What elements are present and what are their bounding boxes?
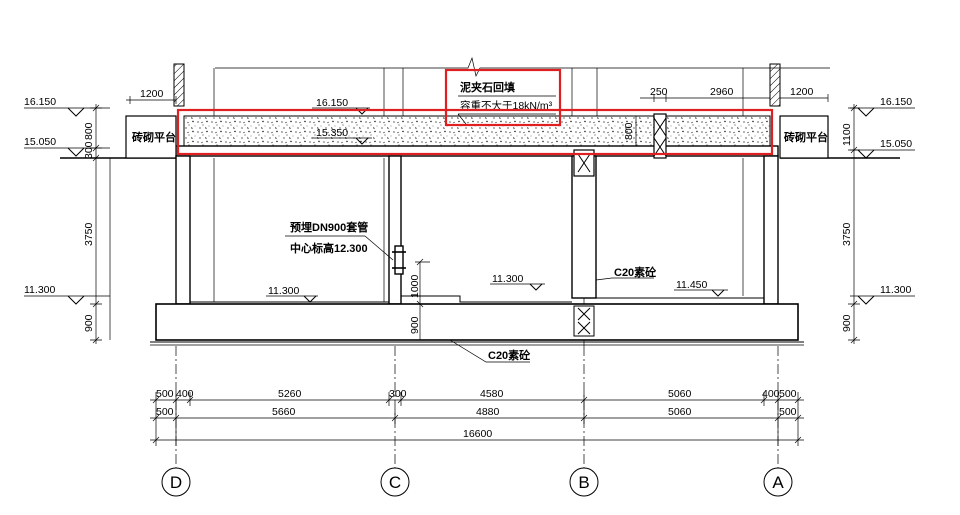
upper-guide-lines [213,68,744,116]
dim-row2-500-left: 500 [156,406,174,418]
axis-label-a: A [772,473,784,492]
dim-row1-300: 300 [389,388,407,400]
dim-row2-5660: 5660 [272,406,296,418]
elev-roof-top: 16.150 [316,97,348,109]
dim-right-1200: 1200 [790,86,814,98]
dim-left-3750: 3750 [83,222,95,246]
top-break-line [215,56,830,78]
dim-row2-5060: 5060 [668,406,692,418]
elev-right-top: 16.150 [880,96,912,108]
fill-note-line2: 容重不大于18kN/m³ [460,99,553,112]
dim-right-3750: 3750 [841,222,853,246]
axis-bubble-c [380,467,410,497]
dim-row1-400-right: 400 [762,388,780,400]
dim-right-1100: 1100 [841,123,853,146]
dim-250: 250 [650,86,668,98]
left-parapet [173,63,185,107]
right-dimension-chain [848,104,860,344]
brick-platform-left [125,115,177,159]
elev-left-bottom: 11.300 [24,284,55,296]
axis-bubble-d [161,467,191,497]
axis-label-c: C [389,473,401,492]
dim-row2-500-right: 500 [779,406,797,418]
axis-bubble-a [763,467,793,497]
elev-left-top: 16.150 [24,96,56,108]
fill-note-line1: 泥夹石回填 [460,80,515,94]
dim-900-mid: 900 [409,316,421,334]
dim-left-800: 800 [83,122,95,140]
pipe-note-line2: 中心标高12.300 [290,241,368,255]
dim-1000: 1000 [409,274,421,298]
axis-grid: D C B A [161,346,793,497]
dim-right-900: 900 [841,314,853,332]
dim-2960: 2960 [710,86,734,98]
highlight-fill-layer [176,108,774,156]
dim-row1-5060: 5060 [668,388,692,400]
axis-bubble-b [569,467,599,497]
dim-row1-5260: 5260 [278,388,302,400]
elev-right-bottom: 11.300 [880,284,911,296]
c20-note-top: C20素砼 [614,265,657,279]
top-dimensions [126,94,829,147]
dim-total-16600: 16600 [463,428,492,440]
base-slab [155,303,799,341]
brick-platform-left-label: 砖砌平台 [132,130,176,144]
elev-floor-left: 11.300 [268,285,299,297]
dim-row2-4880: 4880 [476,406,500,418]
column-axis-b [571,155,597,299]
wall-axis-c [388,155,402,305]
brick-platform-right-label: 砖砌平台 [784,130,828,144]
pipe-sleeve [394,245,404,275]
elev-slab-bottom: 15.350 [316,127,348,139]
axis-label-b: B [578,473,589,492]
elev-floor-right: 11.450 [676,279,707,291]
dim-left-300: 300 [83,141,95,159]
axis-label-d: D [170,473,182,492]
wall-axis-d [175,155,191,305]
dim-row1-500-right: 500 [779,388,797,400]
backfill-layer [183,115,771,147]
c20-note-bottom: C20素砼 [488,348,531,362]
left-dimension-chain [90,104,111,344]
brick-platform-right [779,115,829,159]
right-parapet [769,63,781,107]
wall-axis-a [763,155,779,305]
dim-row1-400-left: 400 [176,388,194,400]
dim-row1-4580: 4580 [480,388,504,400]
dim-left-900: 900 [83,314,95,332]
highlight-fill-note [444,68,562,127]
elev-left-ground: 15.050 [24,136,56,148]
elev-floor-mid: 11.300 [492,273,523,285]
dim-800-slab: 800 [623,122,635,140]
pipe-note-line1: 预埋DN900套管 [290,220,368,234]
dim-left-1200: 1200 [140,88,164,100]
elev-right-ground: 15.050 [880,138,912,150]
dim-row1-500-left: 500 [156,388,174,400]
